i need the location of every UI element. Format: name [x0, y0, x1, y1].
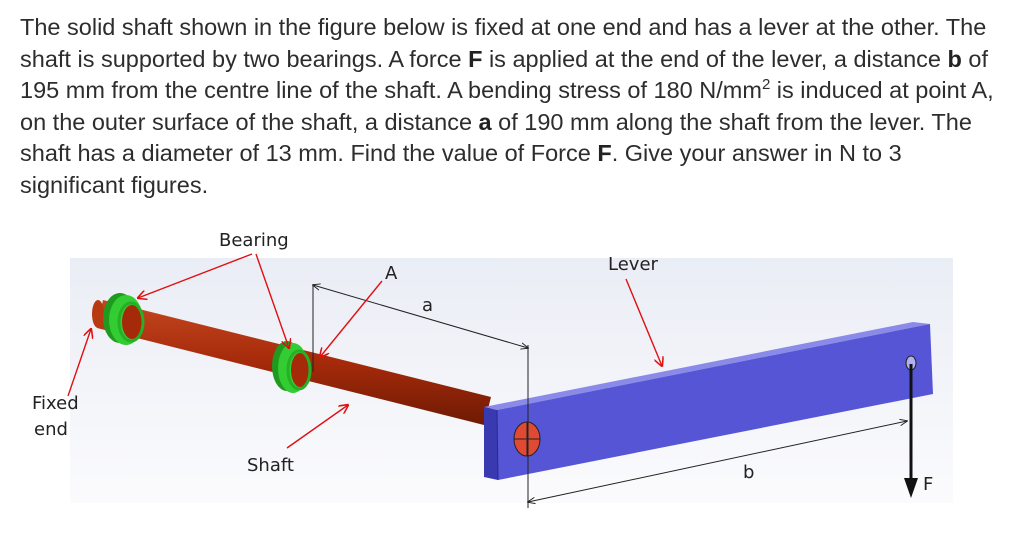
left-bearing	[103, 293, 145, 345]
lever-label: Lever	[608, 254, 658, 275]
middle-bearing	[272, 341, 312, 393]
b-symbol: b	[947, 45, 962, 72]
question-text: The solid shaft shown in the figure belo…	[20, 14, 994, 198]
dimension-a-label: a	[422, 295, 434, 316]
dimension-b	[528, 421, 907, 502]
fixed-end-label-line1: Fixed	[32, 393, 79, 414]
leader-arrows	[67, 253, 662, 449]
dimension-b-label: b	[743, 462, 755, 483]
a-symbol: a	[478, 108, 492, 135]
force-symbol: F	[468, 45, 483, 72]
fixed-end-label-line2: end	[34, 419, 68, 440]
bearing-label: Bearing	[219, 230, 289, 251]
shaft-label: Shaft	[247, 455, 294, 476]
squared-superscript: 2	[761, 76, 771, 93]
force-symbol-2: F	[597, 140, 612, 166]
point-a-label: A	[385, 263, 398, 284]
force-label: F	[923, 474, 934, 495]
